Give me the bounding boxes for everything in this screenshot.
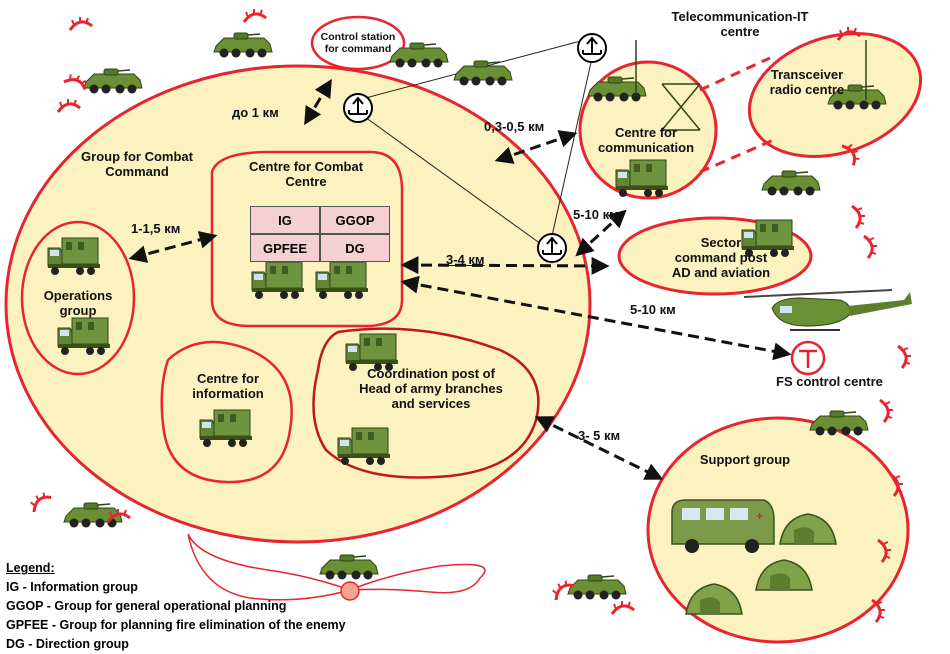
centre-information-label: Centre for information (192, 371, 264, 401)
grid-cell-gpfee: GPFEE (250, 234, 320, 262)
helicopter-icon (743, 289, 912, 331)
centre-communication-label: Centre for communication (597, 125, 695, 155)
distance-label: 3- 5 км (578, 428, 621, 443)
legend-item: IG - Information group (6, 580, 138, 594)
radio-mast-icon (635, 40, 867, 131)
grid-cell-ggop: GGOP (320, 206, 390, 234)
legend-item: GGOP - Group for general operational pla… (6, 599, 287, 613)
grid-cell-dg: DG (320, 234, 390, 262)
defence-arc (26, 488, 55, 514)
defence-arc (862, 234, 879, 260)
defence-arc (242, 7, 268, 24)
svg-text:+: + (756, 509, 763, 523)
patrol-route (187, 533, 486, 601)
legend-item: DG - Direction group (6, 637, 129, 651)
antenna-icon-3 (537, 233, 567, 263)
distance-label: 1-1,5 км (131, 221, 181, 236)
telecom-centre-label: Telecommunication-IT centre (671, 9, 809, 39)
centre-combat-label: Centre for Combat Centre (248, 159, 364, 189)
control-station-label: Control station for command (320, 31, 396, 56)
antenna-icon-2 (343, 93, 373, 123)
defence-arc (870, 598, 887, 624)
defence-arc (68, 15, 94, 32)
distance-label: 0,3-0,5 км (484, 119, 545, 134)
control-station-zone (310, 15, 406, 71)
defence-arc (896, 344, 913, 370)
defence-arc (878, 398, 895, 424)
antenna-icon-1 (577, 33, 607, 63)
coordination-label: Coordination post of Head of army branch… (359, 366, 503, 411)
apc-icon (319, 554, 379, 581)
distance-label: 5-10 км (573, 207, 619, 222)
distance-label: 5-10 км (630, 302, 676, 317)
apc-icon (761, 170, 821, 197)
group-combat-label: Group for Combat Command (81, 149, 193, 179)
apc-icon (83, 68, 143, 95)
defence-arc (56, 97, 82, 114)
defence-arc (610, 599, 636, 616)
ambulance-bus-icon: + (671, 499, 775, 553)
fs-control-label: FS control centre (776, 374, 883, 389)
transceiver-label: Transceiver radio centre (769, 67, 845, 97)
apc-icon (567, 574, 627, 601)
defence-arc (850, 204, 867, 230)
support-group-label: Support group (699, 452, 791, 467)
distance-label: до 1 км (232, 105, 279, 120)
apc-icon (453, 60, 513, 87)
distance-label: 3-4 км (446, 252, 485, 267)
apc-icon (213, 32, 273, 59)
legend-item: GPFEE - Group for planning fire eliminat… (6, 618, 346, 632)
sector-post-label: Sector command post AD and aviation (671, 235, 771, 280)
fire-support-symbol-icon (790, 340, 826, 376)
grid-cell-ig: IG (250, 206, 320, 234)
legend-title: Legend: (6, 561, 55, 575)
operations-label: Operations group (43, 288, 113, 318)
patrol-point (340, 581, 360, 601)
